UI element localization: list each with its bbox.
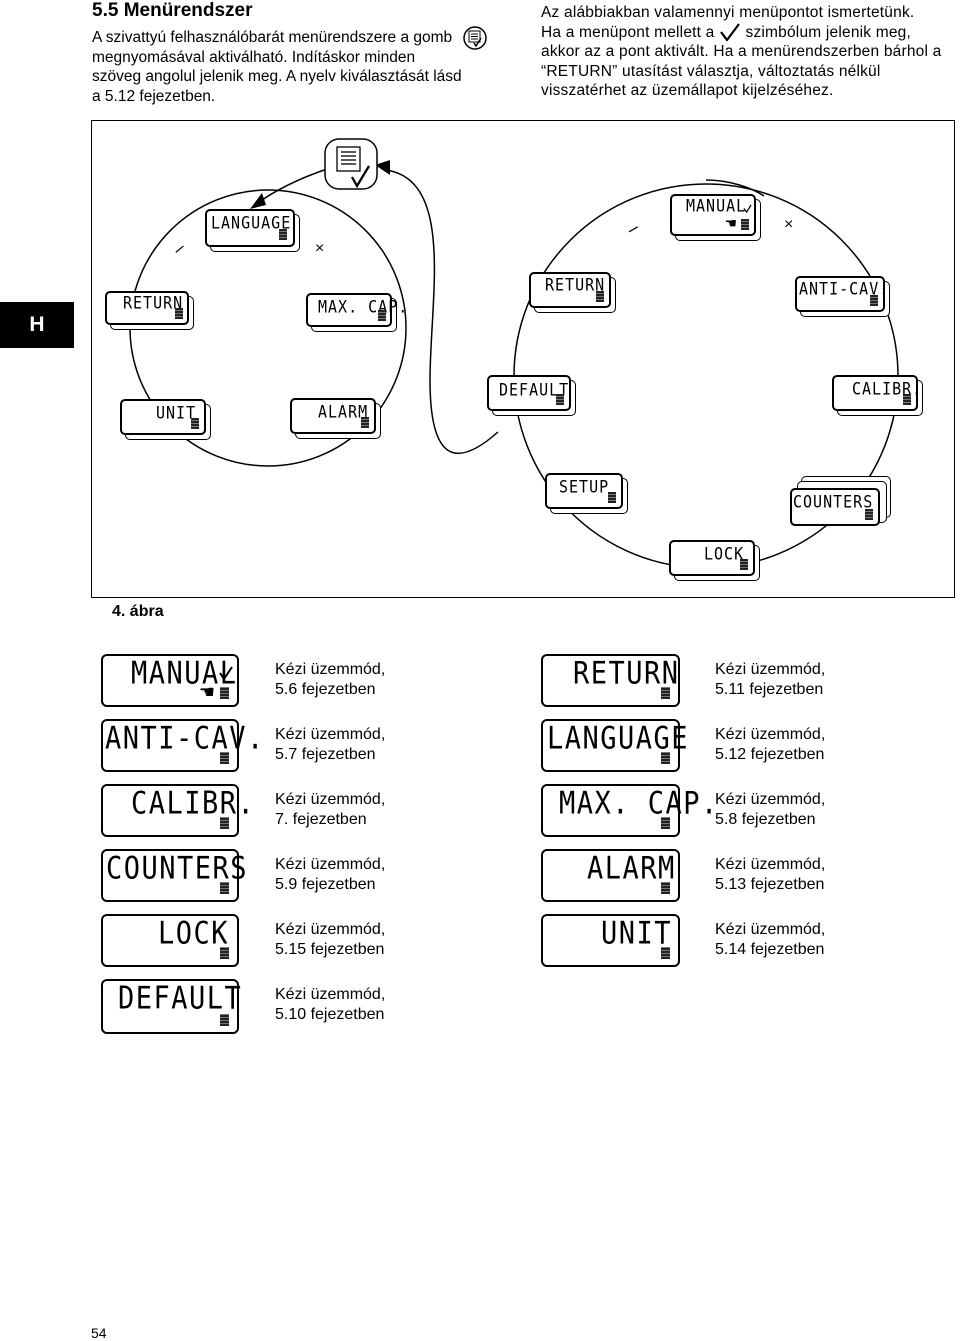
lcd-return-right: RETURN: [529, 272, 611, 308]
left-ring-x: ×: [315, 240, 325, 257]
language-side-tab: H: [0, 302, 74, 348]
intro-left-text: A szivattyú felhasználóbarát menürendsze…: [92, 29, 462, 105]
legend-desc-unit: Kézi üzemmód,5.14 fejezetben: [715, 921, 826, 958]
legend-desc-default: Kézi üzemmód,5.10 fejezetben: [275, 986, 386, 1023]
legend-lcd-manual: MANUAL ☚: [101, 654, 239, 707]
legend-lcd-lock: LOCK: [101, 914, 239, 967]
hand-icon: ☚: [724, 215, 737, 231]
legend-lcd-return: RETURN: [541, 654, 680, 707]
legend-desc-counters: Kézi üzemmód,5.9 fejezetben: [275, 856, 386, 893]
legend-desc-calibr: Kézi üzemmód,7. fejezetben: [275, 791, 386, 828]
arrow-head-left: [250, 193, 266, 209]
legend-lcd-language: LANGUAGE: [541, 719, 688, 772]
lcd-alarm-left: ALARM: [290, 398, 376, 434]
connector-line: [385, 169, 499, 455]
figure-caption: 4. ábra: [112, 603, 164, 620]
legend-desc-manual: Kézi üzemmód,5.6 fejezetben: [275, 661, 386, 698]
legend-lcd-unit: UNIT: [541, 914, 680, 967]
lcd-setup: SETUP: [545, 473, 623, 509]
lcd-lock: LOCK: [669, 540, 755, 576]
intro-right-line2a: Ha a menüpont mellett a: [541, 23, 715, 41]
lcd-default-right: DEFAULT: [487, 375, 571, 411]
lcd-max-cap: MAX. CAP.: [306, 293, 407, 327]
legend-lcd-default: DEFAULT: [101, 979, 241, 1034]
intro-right-line3: akkor az a pont aktivált. Ha a menürends…: [541, 43, 942, 99]
section-title: 5.5 Menürendszer: [92, 0, 253, 21]
legend-lcd-counters: COUNTERS: [101, 849, 247, 902]
menu-button-icon: [463, 26, 487, 50]
hand-icon: ☚: [198, 682, 215, 702]
page-number: 54: [91, 1325, 107, 1341]
lcd-calibr: CALIBR.: [832, 375, 921, 411]
legend-desc-alarm: Kézi üzemmód,5.13 fejezetben: [715, 856, 826, 893]
lcd-manual-right: MANUAL ☚: [670, 194, 756, 236]
lcd-language: LANGUAGE: [205, 209, 295, 247]
arrow-head-connector: [375, 160, 390, 175]
checkmark-icon: [219, 666, 233, 680]
lcd-anti-cav: ANTI-CAV.: [795, 276, 888, 312]
lcd-counters: COUNTERS: [790, 488, 880, 526]
lcd-unit-left: UNIT: [120, 399, 206, 435]
right-ring-x: ×: [784, 216, 794, 233]
legend-desc-language: Kézi üzemmód,5.12 fejezetben: [715, 726, 826, 763]
menu-diagram-frame: [91, 120, 955, 598]
legend-desc-lock: Kézi üzemmód,5.15 fejezetben: [275, 921, 386, 958]
checkmark-icon: [743, 204, 752, 213]
checkmark-icon: [720, 22, 740, 41]
legend-lcd-anti-cav: ANTI-CAV.: [101, 719, 263, 772]
legend-desc-max-cap: Kézi üzemmód,5.8 fejezetben: [715, 791, 826, 828]
legend-desc-anti-cav: Kézi üzemmód,5.7 fejezetben: [275, 726, 386, 763]
legend-lcd-max-cap: MAX. CAP.: [541, 784, 717, 837]
legend-desc-return: Kézi üzemmód,5.11 fejezetben: [715, 661, 826, 698]
intro-right-text: Az alábbiakban valamennyi menüpontot ism…: [541, 3, 956, 101]
intro-right-line2b: szimbólum jelenik meg,: [745, 23, 912, 41]
intro-right-line1: Az alábbiakban valamennyi menüpontot ism…: [541, 4, 915, 21]
legend-lcd-calibr: CALIBR.: [101, 784, 254, 837]
diagram-menu-icon: [324, 138, 378, 190]
intro-right-line2: Ha a menüpont mellett a szimbólum jeleni…: [541, 22, 956, 43]
legend-lcd-alarm: ALARM: [541, 849, 680, 902]
lcd-return-left: RETURN: [105, 291, 189, 325]
